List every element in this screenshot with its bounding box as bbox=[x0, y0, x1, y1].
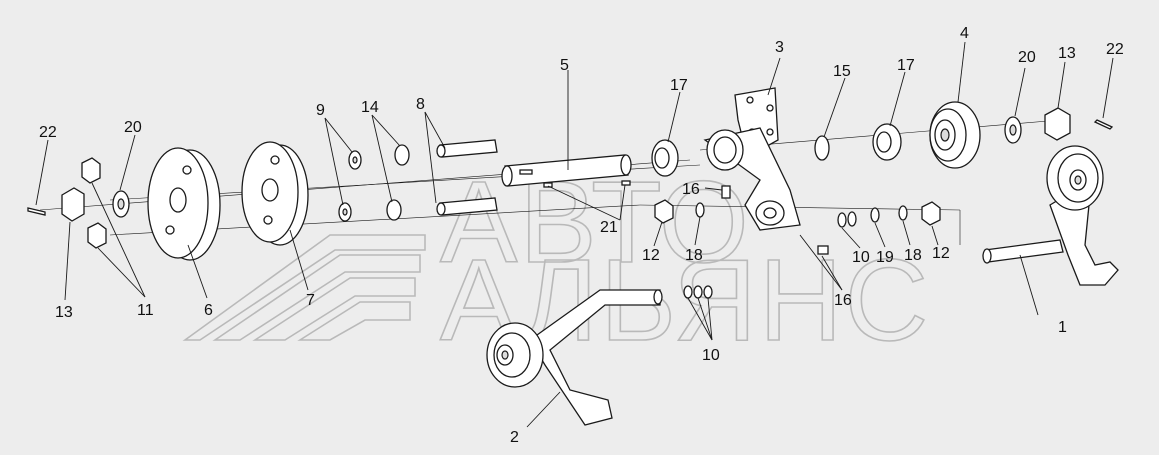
label-part-8: 8 bbox=[416, 96, 425, 113]
part-10-18-19-washers bbox=[683, 202, 908, 299]
label-part-22-right: 22 bbox=[1106, 41, 1124, 58]
part-16-grease-fittings bbox=[721, 185, 829, 255]
label-part-20-right: 20 bbox=[1018, 49, 1036, 66]
label-part-12-left: 12 bbox=[642, 247, 660, 264]
label-part-4: 4 bbox=[960, 25, 969, 42]
label-part-9: 9 bbox=[316, 102, 325, 119]
label-part-7: 7 bbox=[306, 292, 315, 309]
label-part-10-right: 10 bbox=[852, 249, 870, 266]
part-21-keys bbox=[543, 180, 631, 188]
label-part-22-left: 22 bbox=[39, 124, 57, 141]
part-3-bracket bbox=[703, 87, 801, 231]
part-8-pins bbox=[436, 139, 498, 216]
part-9-washers bbox=[338, 150, 362, 222]
part-5-shaft bbox=[501, 154, 632, 187]
label-part-2: 2 bbox=[510, 429, 519, 446]
label-part-16-top: 16 bbox=[682, 181, 700, 198]
label-part-11: 11 bbox=[137, 302, 154, 319]
label-part-13-left: 13 bbox=[55, 304, 73, 321]
part-7-pulley bbox=[241, 141, 309, 246]
label-part-18-left: 18 bbox=[685, 247, 703, 264]
part-6-pulley bbox=[147, 147, 221, 261]
part-2-tensioner-arm bbox=[486, 289, 663, 426]
label-part-21: 21 bbox=[600, 219, 618, 236]
label-part-13-right: 13 bbox=[1058, 45, 1076, 62]
label-part-18-right: 18 bbox=[904, 247, 922, 264]
label-part-20-left: 20 bbox=[124, 119, 142, 136]
label-part-10-bottom: 10 bbox=[702, 347, 720, 364]
part-17-bearings bbox=[651, 123, 902, 177]
part-14-rings bbox=[386, 144, 410, 221]
watermark-logo bbox=[182, 234, 426, 341]
label-part-12-right: 12 bbox=[932, 245, 950, 262]
leader-lines bbox=[35, 41, 1114, 428]
label-part-17-left: 17 bbox=[670, 77, 688, 94]
label-part-16-bottom: 16 bbox=[834, 292, 852, 309]
label-part-14: 14 bbox=[361, 99, 379, 116]
part-20-washers bbox=[112, 116, 1022, 218]
label-part-19: 19 bbox=[876, 249, 894, 266]
part-labels: 1 2 3 4 5 6 7 8 9 10 10 11 12 12 13 13 1… bbox=[39, 25, 1124, 446]
part-22-cotter-pins bbox=[27, 119, 1114, 216]
label-part-3: 3 bbox=[775, 39, 784, 56]
label-part-6: 6 bbox=[204, 302, 213, 319]
label-part-15: 15 bbox=[833, 63, 851, 80]
label-part-5: 5 bbox=[560, 57, 569, 74]
part-15-circlip bbox=[814, 135, 830, 161]
part-4-pulley bbox=[929, 101, 981, 169]
part-1-tensioner-arm bbox=[982, 145, 1119, 286]
label-part-17-right: 17 bbox=[897, 57, 915, 74]
label-part-1: 1 bbox=[1058, 319, 1067, 336]
